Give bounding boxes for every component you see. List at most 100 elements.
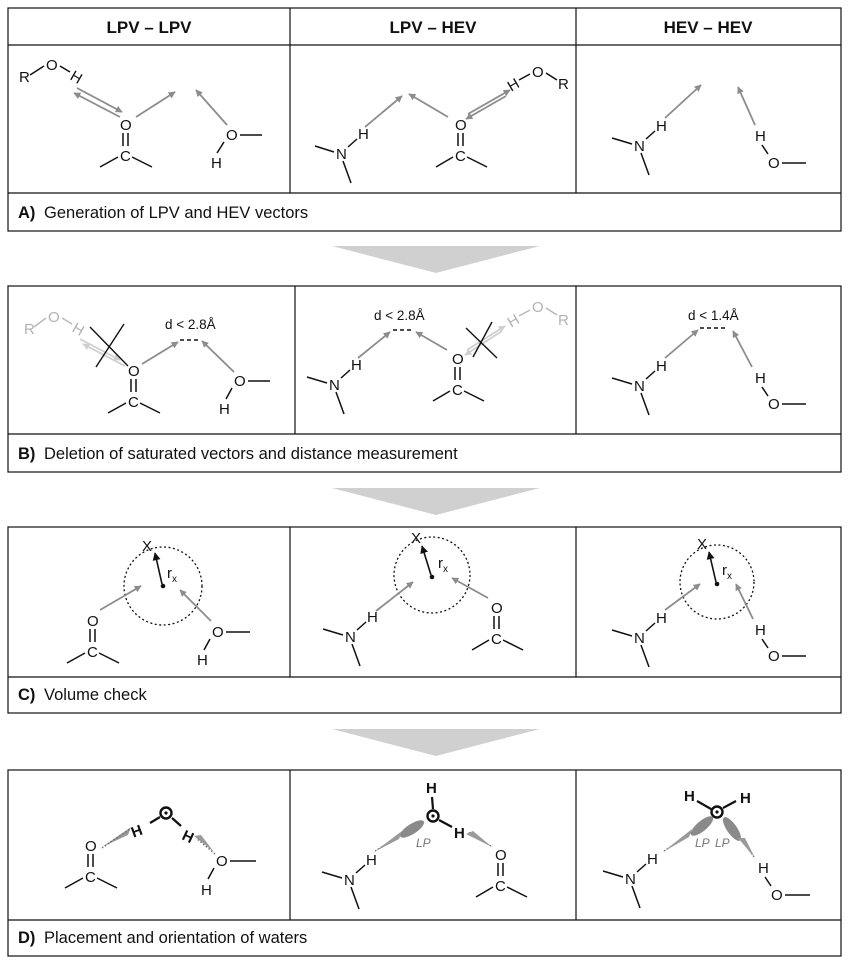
svg-text:C: C <box>128 394 139 411</box>
svg-text:O: O <box>226 127 238 144</box>
vector-hev <box>364 95 403 128</box>
molecule-amine: N H <box>321 852 377 910</box>
svg-text:R: R <box>558 312 569 329</box>
vector-hev <box>664 84 702 119</box>
hydrogen-bond <box>195 837 216 855</box>
svg-text:H: H <box>358 126 369 143</box>
svg-text:O: O <box>768 396 780 413</box>
probe-x-label: X <box>697 536 707 553</box>
svg-text:H: H <box>755 622 766 639</box>
molecule-hydroxyl-donor: H O R <box>505 64 569 95</box>
step-arrow-banner <box>332 488 540 515</box>
column-header-hev-hev: HEV – HEV <box>664 18 753 37</box>
svg-text:N: N <box>345 629 356 646</box>
radius-vector <box>706 551 717 583</box>
svg-text:H: H <box>755 370 766 387</box>
svg-text:O: O <box>495 847 507 864</box>
vector-lpv <box>201 340 235 373</box>
svg-text:H: H <box>505 311 523 331</box>
svg-text:C: C <box>120 148 131 165</box>
water-molecule: H H <box>426 780 465 842</box>
svg-text:H: H <box>69 320 87 340</box>
volume-sphere <box>123 546 203 626</box>
vector-hev <box>732 330 753 368</box>
vector-lpv <box>415 331 448 351</box>
svg-text:C: C <box>455 148 466 165</box>
molecule-hydroxyl: O H <box>211 127 262 172</box>
svg-text:H: H <box>366 852 377 869</box>
molecule-carbonyl: O C <box>475 847 528 898</box>
svg-text:H: H <box>129 822 145 842</box>
svg-text:H: H <box>656 610 667 627</box>
molecule-carbonyl: O C <box>99 117 153 168</box>
svg-text:O: O <box>532 64 544 81</box>
distance-label: d < 2.8Å <box>165 317 216 332</box>
lone-pair-lobe <box>399 820 425 838</box>
molecule-hydroxyl-donor-faded: H O R <box>505 299 569 331</box>
panel-d-frame <box>7 769 842 957</box>
svg-text:H: H <box>656 118 667 135</box>
svg-text:O: O <box>120 117 132 134</box>
saturated-vector-cross <box>465 327 498 359</box>
svg-text:H: H <box>755 128 766 145</box>
distance-label: d < 1.4Å <box>688 308 739 323</box>
svg-text:H: H <box>684 788 695 805</box>
panel-a-frame <box>7 7 842 232</box>
radius-vector <box>152 552 163 585</box>
svg-text:H: H <box>454 825 465 842</box>
svg-text:C: C <box>491 631 502 648</box>
svg-text:H: H <box>179 827 196 847</box>
svg-text:O: O <box>768 648 780 665</box>
panel-c-frame <box>7 526 842 714</box>
svg-text:C: C <box>495 878 506 895</box>
caption-a: A) Generation of LPV and HEV vectors <box>18 204 308 222</box>
lone-pair-lobe <box>690 816 714 836</box>
svg-text:N: N <box>634 378 645 395</box>
molecule-amine: N H <box>306 357 362 415</box>
vector-hev <box>735 583 754 620</box>
probe-x-label: X <box>142 538 152 555</box>
step-arrow-banner <box>332 729 540 756</box>
molecule-hydroxyl: O H <box>197 624 250 669</box>
vector-lpv <box>141 341 179 365</box>
svg-text:N: N <box>336 146 347 163</box>
vector-hev <box>737 86 756 126</box>
molecule-hydroxyl-donor-faded: R O H <box>24 309 87 340</box>
svg-text:O: O <box>212 624 224 641</box>
svg-text:H: H <box>197 652 208 669</box>
svg-text:O: O <box>455 117 467 134</box>
molecule-amine: N H <box>322 609 378 667</box>
molecule-carbonyl: O C <box>107 363 161 414</box>
radius-label: rx <box>438 555 448 575</box>
molecule-carbonyl: O C <box>471 600 524 651</box>
svg-text:H: H <box>758 860 769 877</box>
molecule-amine: N H <box>611 118 667 176</box>
svg-text:H: H <box>201 882 212 899</box>
svg-text:H: H <box>647 851 658 868</box>
svg-text:H: H <box>426 780 437 797</box>
svg-text:N: N <box>625 871 636 888</box>
lone-pair-label: LP <box>715 836 730 850</box>
molecule-carbonyl: O C <box>435 117 488 168</box>
hydrogen-bond <box>101 828 131 849</box>
svg-text:O: O <box>87 613 99 630</box>
svg-text:H: H <box>351 357 362 374</box>
caption-b: B) Deletion of saturated vectors and dis… <box>18 445 458 463</box>
svg-text:O: O <box>234 373 246 390</box>
vector-lpv <box>195 89 228 126</box>
vector-lpv <box>99 585 142 611</box>
lone-pair-lobe <box>722 817 742 841</box>
caption-c: C) Volume check <box>18 686 147 704</box>
svg-text:H: H <box>211 155 222 172</box>
vector-lpv <box>73 92 121 118</box>
svg-text:O: O <box>46 57 58 74</box>
caption-d: D) Placement and orientation of waters <box>18 929 307 947</box>
vector-hev <box>465 95 507 120</box>
svg-text:O: O <box>128 363 140 380</box>
svg-text:C: C <box>85 869 96 886</box>
water-molecule: H H <box>129 806 196 847</box>
svg-text:O: O <box>48 309 60 326</box>
saturated-vector-cross <box>472 321 493 358</box>
vector-lpv <box>135 91 176 118</box>
